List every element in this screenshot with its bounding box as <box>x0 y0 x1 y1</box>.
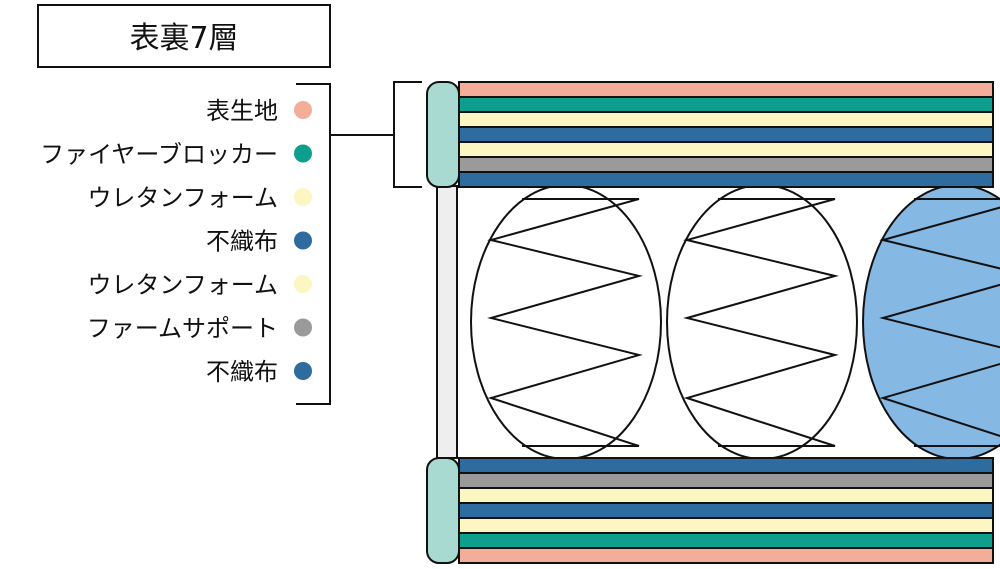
spring-coil <box>879 198 1000 447</box>
top-layer-band <box>458 126 994 143</box>
bottom-layer-band <box>458 517 994 534</box>
top-layer-band <box>458 96 994 113</box>
legend-label: ウレタンフォーム <box>87 271 278 299</box>
diagram-title: 表裏7層 <box>129 21 238 56</box>
bottom-layer-band <box>458 532 994 549</box>
bottom-layer-band <box>458 547 994 564</box>
legend-swatch <box>294 362 312 380</box>
title-box: 表裏7層 <box>37 4 331 68</box>
top-layer-stack <box>426 81 994 188</box>
layer-legend: 表生地ファイヤーブロッカーウレタンフォーム不織布ウレタンフォームファームサポート… <box>40 97 312 386</box>
spring-core <box>458 186 1000 458</box>
top-layer-band <box>458 141 994 158</box>
bottom-layer-band <box>458 487 994 504</box>
legend-label: ファームサポート <box>87 315 278 343</box>
top-side-panel <box>426 81 460 188</box>
top-layer-band <box>458 111 994 128</box>
legend-swatch <box>294 318 312 337</box>
top-layer-band <box>458 81 994 98</box>
bottom-layer-band <box>458 457 994 474</box>
bottom-layer-stack <box>426 457 994 564</box>
legend-label: 不織布 <box>206 228 278 256</box>
spring-pocket <box>862 186 1000 458</box>
bottom-layer-band <box>458 502 994 519</box>
legend-label: ウレタンフォーム <box>87 184 278 212</box>
spring-pocket <box>666 186 858 458</box>
legend-swatch <box>294 101 312 119</box>
side-wall <box>436 185 458 459</box>
legend-label: ファイヤーブロッカー <box>40 141 278 169</box>
bottom-side-panel <box>426 457 460 564</box>
legend-swatch <box>294 144 312 163</box>
legend-label: 不織布 <box>206 358 278 386</box>
legend-swatch <box>294 188 312 206</box>
top-layer-band <box>458 156 994 173</box>
top-layers-bracket <box>393 81 422 188</box>
spring-pocket <box>470 186 662 458</box>
legend-swatch <box>294 275 312 293</box>
spring-coil <box>683 198 839 447</box>
legend-swatch <box>294 231 312 250</box>
legend-bracket <box>296 83 394 405</box>
spring-coil <box>487 198 643 447</box>
legend-label: 表生地 <box>206 97 278 125</box>
bottom-layer-band <box>458 472 994 489</box>
top-layer-band <box>458 171 994 188</box>
